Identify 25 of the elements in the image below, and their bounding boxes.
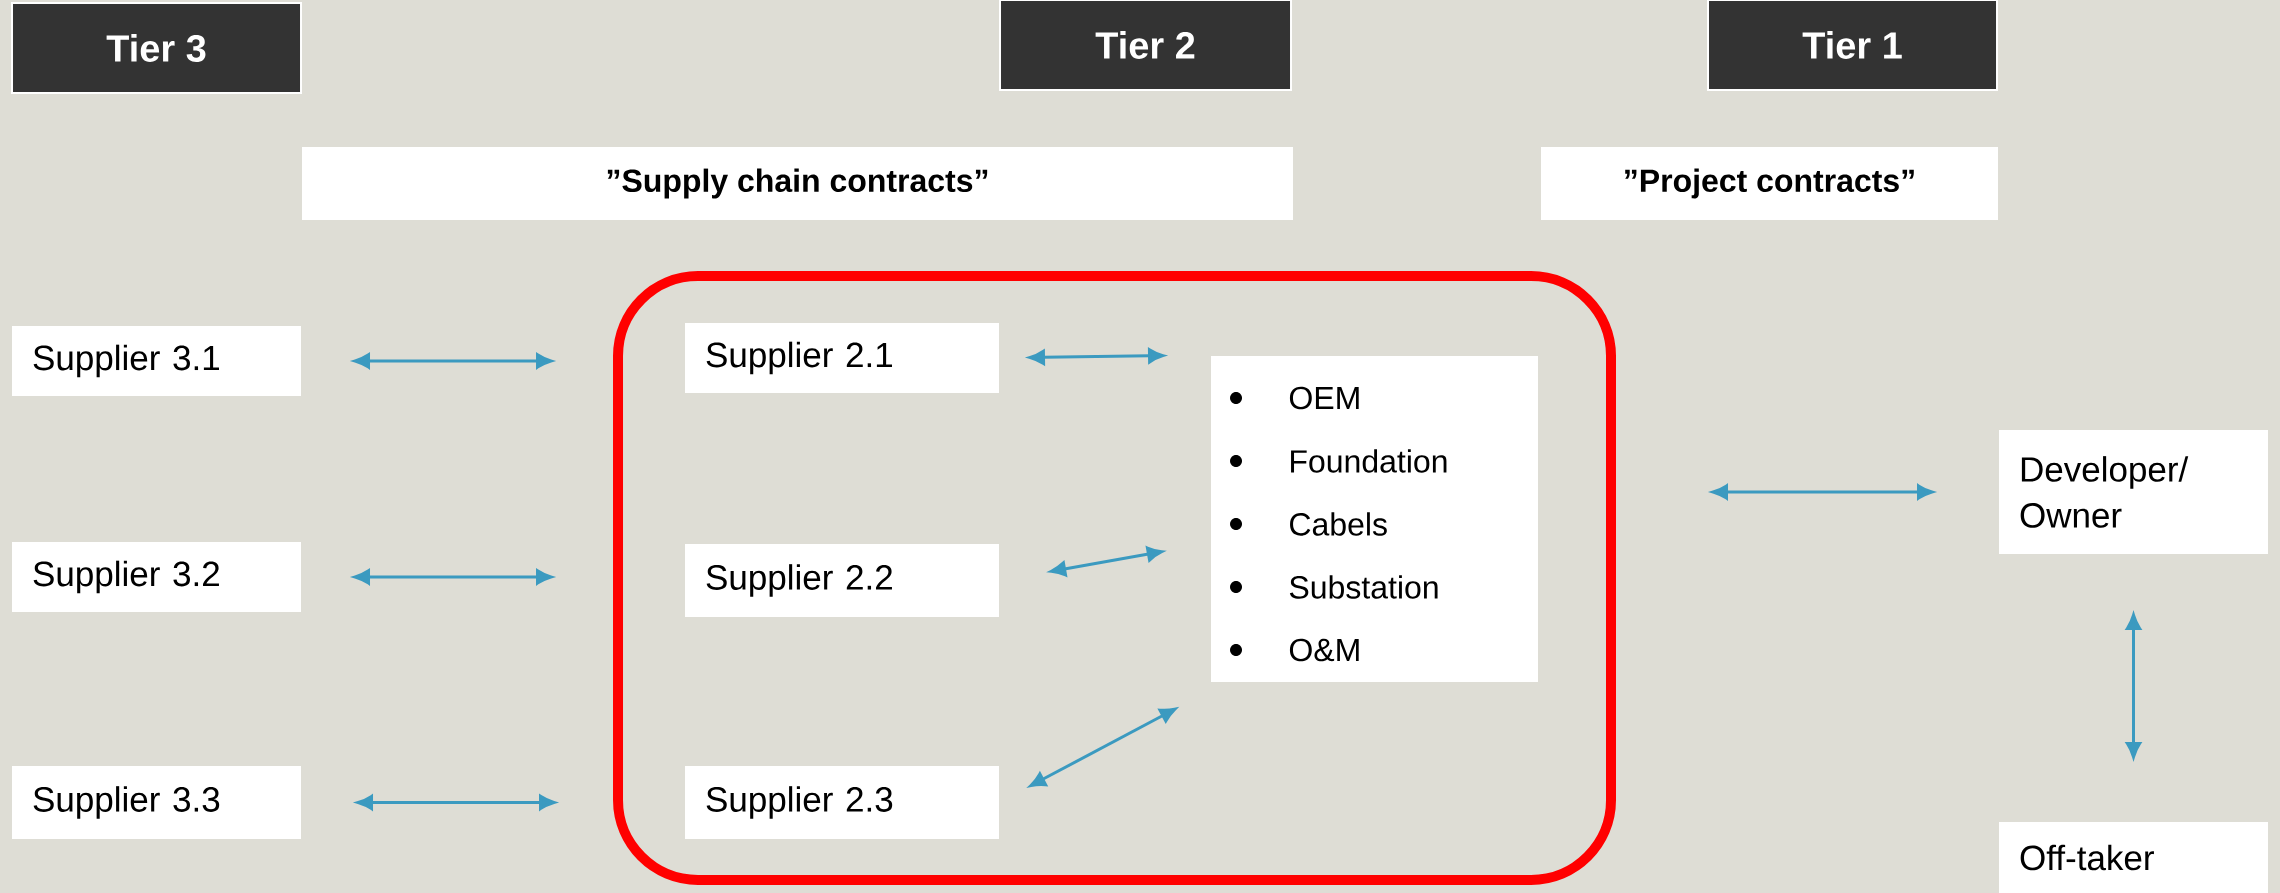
- rounded-frame: [613, 271, 1616, 885]
- double-arrow: [353, 353, 553, 369]
- list-item: Foundation: [1291, 449, 1447, 473]
- list-item: Substation: [1289, 575, 1438, 599]
- tier-label: Tier 2: [999, 0, 1292, 91]
- list-item: Cabels: [1290, 512, 1387, 536]
- double-arrow: [1029, 707, 1177, 787]
- tier-label: Tier 3: [11, 2, 302, 94]
- list-item: O&M: [1289, 638, 1359, 662]
- text-box: Supplier 2.1: [685, 323, 999, 393]
- text-box: Supplier 3.1: [12, 326, 301, 396]
- list-item: OEM: [1289, 386, 1359, 410]
- double-arrow: [1711, 484, 1934, 500]
- text-box: Supplier 2.2: [685, 544, 999, 617]
- text-box: Supplier 3.3: [12, 766, 301, 839]
- text-box: Developer/ Owner: [1999, 430, 2268, 554]
- heading-box: ”Supply chain contracts”: [302, 147, 1293, 220]
- text-box: Supplier 3.2: [12, 542, 301, 612]
- text-box: Supplier 2.3: [685, 766, 999, 839]
- double-arrow: [1049, 546, 1164, 577]
- list-box: [1211, 356, 1538, 682]
- heading-box: ”Project contracts”: [1541, 147, 1998, 220]
- tier-label: Tier 1: [1707, 0, 1998, 91]
- text-box: Off-taker: [1999, 822, 2268, 893]
- double-arrow: [353, 569, 553, 585]
